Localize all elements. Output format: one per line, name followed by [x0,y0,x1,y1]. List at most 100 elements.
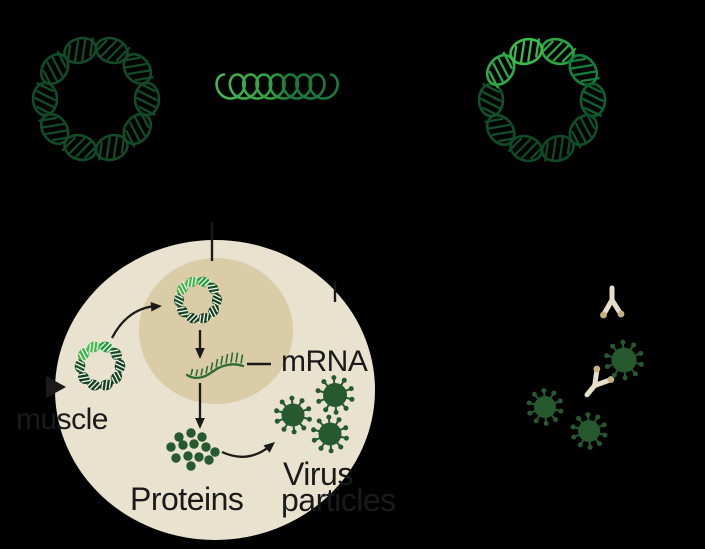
protein-cluster [166,428,220,471]
antibody-binding-tip [600,311,607,319]
plasmid-segment [197,312,211,324]
plasmid-segment [196,276,212,288]
plasmid-segment [206,282,221,295]
virus-spike-tip [301,425,307,431]
mrna-rib [215,358,219,368]
virus-spike-tip [543,420,549,426]
virus-body [281,403,305,427]
virus-spike-tip [638,361,644,367]
arrow-virus-assembly [221,442,275,458]
antibodies [584,285,625,398]
plasmid-segment [76,371,91,385]
virus-spike-tip [343,425,349,431]
virus-spike-tip [306,406,312,412]
antibody-binding-tip [593,365,601,373]
virus-body [323,383,347,407]
protein-dot [204,455,214,465]
virus-spike-tip [558,408,564,414]
mrna-rib [220,355,224,366]
plasmid-segment [509,37,544,66]
arrowhead [263,442,275,453]
virus-spike-tip [281,426,287,432]
mrna-rib [200,368,204,376]
mrna-label: mRNA [281,345,368,378]
virus-spike-tip [597,441,602,447]
virus-spike-tip [289,395,295,401]
plasmid-segment [185,276,199,288]
virus-spike-tip [604,353,610,359]
gene-insert-path [215,73,339,100]
protein-dot [166,442,176,452]
protein-dot [186,461,196,471]
arrow-transcription [195,330,205,359]
virus-particle [311,414,349,454]
virus-spike-tip [341,377,347,383]
mrna-rib [210,362,214,371]
plasmid-segment [74,359,86,373]
plasmid-segment [39,50,70,88]
virus-particle [315,375,355,415]
virus-spike-tip [326,414,332,420]
protein-dot [183,451,193,461]
cell-nucleus [139,258,293,404]
virus-particle [570,412,608,450]
virus-spike-tip [343,435,349,441]
virus-spike-tip [622,375,628,381]
antibody-binding-tip [617,310,625,318]
virus-spike-tip [333,409,339,415]
virus-spike-tip [632,371,638,377]
virus-particles-free [526,339,644,450]
mrna-rib [230,352,234,363]
plasmid-segment [99,378,113,392]
protein-dot [178,440,188,450]
virus-spike-tip [602,432,608,438]
virus-spike-tip [316,418,322,424]
plasmid-dna [31,36,161,162]
virus-spike-tip [527,410,533,416]
virus-spike-tip [571,434,577,440]
virus-body [611,347,637,373]
mrna-backbone [185,363,245,380]
virus-spike-tip [585,412,591,418]
virus-spike-tip [533,418,539,424]
plasmid-in-nucleus [174,276,222,324]
protein-dot [194,452,204,462]
virus-spike-tip [532,391,537,397]
virus-label-line2: particles [281,482,396,518]
virus-spike-tip [601,422,607,428]
virus-spike-tip [338,444,344,450]
arrowhead [150,301,162,312]
plasmid-segment [98,341,114,353]
injection-arrowhead [46,376,66,398]
plasmid-segment [184,312,200,324]
virus-spike-tip [274,418,280,424]
antibody [584,365,615,398]
arrowhead [195,418,205,429]
protein-dot [210,447,220,457]
virus-label-line1: Virus [283,456,353,492]
virus-spike-tip [610,343,616,349]
mrna-rib [225,353,229,364]
virus-spike-tip [331,375,337,381]
protein-dot [197,432,207,442]
plasmid-segment [114,359,126,373]
virus-spike-tip [631,342,637,348]
virus-spike-tip [328,448,334,454]
virus-spike-tip [299,398,305,404]
plasmid-segment [77,346,90,362]
antibody-arm [592,369,600,389]
virus-spike-tip [323,407,329,413]
mrna-rib [190,368,194,376]
virus-spike-tip [343,405,349,411]
virus-spike-tip [620,339,626,345]
arrow-translation [195,383,205,429]
plasmid-segment [110,370,123,386]
virus-spike-tip [595,414,601,420]
virus-spike-tip [638,350,644,356]
mrna-strand [185,352,245,380]
protein-dot [201,442,211,452]
virus-spike-tip [349,396,355,402]
virus-spike-tip [279,399,285,405]
virus-spike-tip [604,364,610,370]
